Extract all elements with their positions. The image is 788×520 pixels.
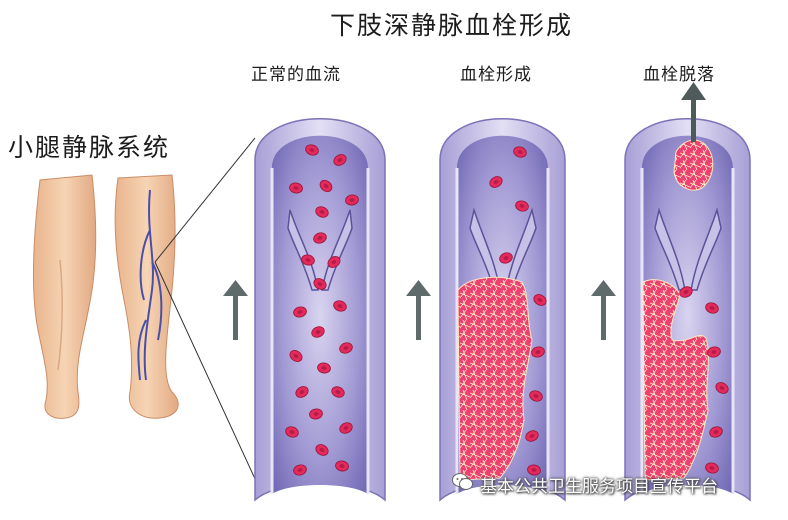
blood-cell-center bbox=[529, 434, 535, 438]
watermark: 基本公共卫生服务项目宣传平台 bbox=[480, 477, 718, 497]
blood-cell-center bbox=[713, 430, 719, 434]
blood-cell-center bbox=[493, 180, 499, 184]
stage-label-normal: 正常的血流 bbox=[251, 65, 341, 85]
right-leg bbox=[114, 174, 179, 419]
wechat-icon bbox=[452, 473, 473, 490]
blood-cell-center bbox=[349, 198, 355, 202]
blood-cell-center bbox=[313, 412, 319, 416]
blood-cell-center bbox=[289, 430, 295, 434]
flow-arrow-icon bbox=[591, 280, 616, 340]
blood-cell-center bbox=[343, 346, 349, 350]
blood-cell-center bbox=[299, 390, 305, 394]
blood-cell-center bbox=[519, 204, 525, 208]
stage-label-thrombus-forming: 血栓形成 bbox=[460, 65, 532, 85]
blood-cells bbox=[285, 144, 359, 476]
blood-cell-center bbox=[297, 468, 303, 472]
flow-arrow-icon bbox=[223, 280, 248, 340]
flow-arrow-icon bbox=[406, 280, 431, 340]
stage-label-thrombus-detaching: 血栓脱落 bbox=[643, 65, 715, 85]
blood-cell-center bbox=[323, 183, 329, 189]
blood-cell-center bbox=[293, 353, 299, 359]
blood-cell-center bbox=[343, 426, 349, 430]
blood-cell-center bbox=[337, 304, 343, 308]
legs bbox=[33, 174, 179, 419]
blood-cell-center bbox=[319, 448, 325, 452]
blood-cell-center bbox=[503, 256, 509, 260]
blood-cell-center bbox=[317, 236, 323, 240]
left-leg bbox=[33, 174, 97, 419]
blood-cell-center bbox=[709, 466, 715, 470]
blood-cell-center bbox=[315, 330, 321, 334]
vessel-normal bbox=[254, 118, 386, 502]
blood-cell-center bbox=[683, 290, 689, 294]
blood-cell-center bbox=[709, 306, 715, 310]
blood-cell-center bbox=[535, 350, 541, 354]
blood-cell-center bbox=[293, 186, 299, 190]
blood-cell-center bbox=[335, 390, 341, 394]
leg-vein-system-label: 小腿静脉系统 bbox=[8, 133, 171, 162]
callout-lines bbox=[154, 137, 263, 495]
blood-cell-center bbox=[531, 468, 537, 472]
vein-valve bbox=[287, 209, 353, 291]
thrombus-clot bbox=[457, 276, 533, 481]
blood-cells bbox=[489, 146, 547, 476]
blood-cell-center bbox=[711, 350, 717, 354]
blood-cell-center bbox=[719, 386, 725, 390]
blood-cell-center bbox=[533, 394, 539, 398]
blood-cell-center bbox=[337, 158, 343, 162]
detach-arrow-icon bbox=[681, 82, 706, 142]
blood-cell-center bbox=[517, 150, 523, 154]
blood-cell-center bbox=[537, 298, 543, 302]
detached-embolus bbox=[673, 139, 714, 191]
diagram-title: 下肢深静脉血栓形成 bbox=[330, 11, 574, 40]
blood-cell-center bbox=[305, 258, 311, 262]
blood-cell-center bbox=[319, 210, 325, 214]
vessel-thrombus-forming bbox=[439, 118, 566, 502]
vessel-thrombus-detaching bbox=[624, 118, 751, 502]
blood-cell-center bbox=[297, 310, 303, 314]
blood-cell-center bbox=[339, 464, 345, 468]
blood-cell-center bbox=[309, 148, 315, 152]
blood-cell-center bbox=[321, 366, 327, 370]
leg-veins bbox=[137, 189, 163, 381]
blood-cell-center bbox=[331, 259, 337, 265]
blood-cell-center bbox=[317, 282, 323, 286]
blood-cells bbox=[679, 286, 729, 474]
